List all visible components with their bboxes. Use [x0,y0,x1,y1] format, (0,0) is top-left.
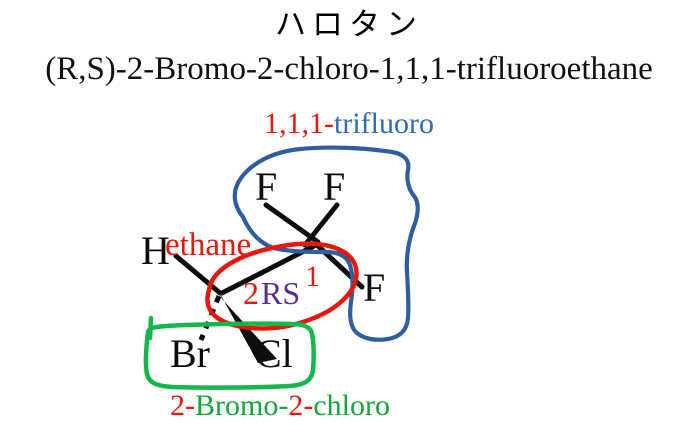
annotation-ethane: ethane [165,227,252,263]
caption-bromochloro-locant-2: 2- [288,389,314,422]
page-title-katakana: ハロタン [275,7,423,42]
caption-bromochloro-locant-1: 2- [170,389,196,422]
caption-bromochloro-stem-2: chloro [313,389,390,422]
caption-bromochloro-stem-1: Bromo- [195,389,289,422]
caption-trifluoro-locant: 1,1,1- [264,107,334,140]
annotation-locant-2: 2 [243,275,259,311]
atom-label-f-2: F [323,164,346,209]
atom-label-f-3: F [363,265,386,310]
atom-label-f-1: F [255,164,278,209]
page-subtitle-iupac-name: (R,S)-2-Bromo-2-chloro-1,1,1-trifluoroet… [45,51,653,87]
caption-bromochloro: 2-Bromo-2-chloro [0,388,560,424]
stereocenter-ellipse [205,241,359,331]
atom-label-br: Br [170,331,210,376]
atom-label-cl: Cl [255,331,293,376]
annotation-stereodescriptor-rs: RS [261,275,301,311]
caption-trifluoro: 1,1,1-trifluoro [0,106,698,142]
bond-c1-c2 [219,243,317,296]
bond-c2-h [173,253,223,296]
trifluoro-group-outline [232,145,420,342]
bond-c1-f-mid [302,202,340,248]
caption-trifluoro-stem: trifluoro [334,107,434,140]
bromochloro-box-tick [147,315,154,341]
atom-label-h: H [141,228,170,273]
bromochloro-group-box [143,321,316,390]
annotation-locant-1: 1 [305,260,320,293]
